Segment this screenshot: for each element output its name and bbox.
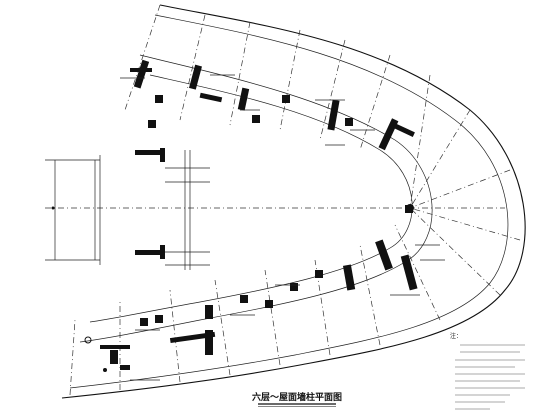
axis-end-marker — [51, 206, 55, 210]
middle-walls — [135, 148, 413, 259]
notes-block: 注： — [450, 332, 525, 410]
notes-heading: 注： — [450, 332, 462, 340]
radial-grid-lines — [69, 4, 521, 396]
drawing-title: 六层～屋面墙柱平面图 — [252, 391, 342, 403]
upper-wing-walls — [130, 59, 415, 151]
grid-tag-marker-2 — [103, 368, 107, 372]
corridor-inner-curve — [89, 74, 413, 323]
corridor-outer-curve — [79, 54, 433, 343]
lower-wing-walls — [100, 239, 418, 370]
annotation-ticks — [120, 74, 445, 381]
inner-outline-curve — [69, 14, 509, 389]
outer-outline-curve — [61, 4, 526, 399]
grid-tag-marker — [84, 336, 92, 344]
